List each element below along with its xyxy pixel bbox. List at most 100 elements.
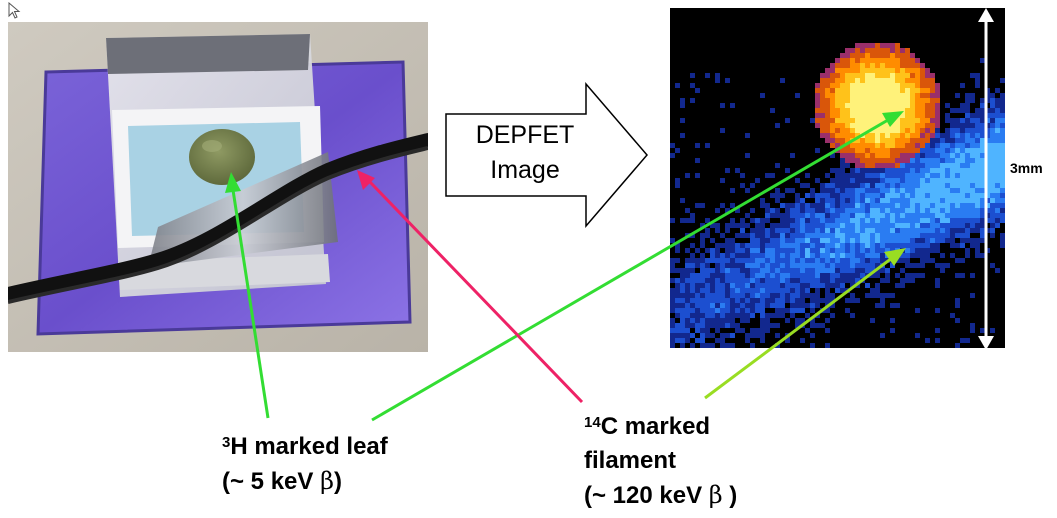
pixel bbox=[965, 213, 970, 218]
pixel bbox=[755, 268, 760, 273]
pixel-hot bbox=[905, 93, 910, 98]
pixel bbox=[715, 328, 720, 333]
pixel bbox=[865, 203, 870, 208]
pixel bbox=[775, 258, 780, 263]
pixel bbox=[925, 218, 930, 223]
pixel bbox=[695, 158, 700, 163]
pixel bbox=[960, 118, 965, 123]
pixel bbox=[765, 313, 770, 318]
pixel bbox=[955, 243, 960, 248]
pixel bbox=[935, 133, 940, 138]
pixel bbox=[930, 153, 935, 158]
pixel bbox=[950, 158, 955, 163]
pixel bbox=[990, 148, 995, 153]
pixel bbox=[965, 153, 970, 158]
pixel bbox=[690, 278, 695, 283]
pixel bbox=[995, 163, 1000, 168]
pixel bbox=[905, 168, 910, 173]
pixel bbox=[750, 268, 755, 273]
pixel-hot bbox=[925, 128, 930, 133]
pixel bbox=[880, 253, 885, 258]
pixel bbox=[725, 278, 730, 283]
pixel bbox=[975, 218, 980, 223]
pixel bbox=[965, 93, 970, 98]
pixel bbox=[925, 238, 930, 243]
pixel bbox=[930, 148, 935, 153]
pixel bbox=[835, 198, 840, 203]
pixel bbox=[920, 183, 925, 188]
pixel bbox=[755, 288, 760, 293]
pixel bbox=[970, 183, 975, 188]
pixel bbox=[850, 313, 855, 318]
pixel bbox=[870, 258, 875, 263]
pixel bbox=[730, 323, 735, 328]
pixel-hot bbox=[905, 128, 910, 133]
pixel bbox=[805, 208, 810, 213]
pixel bbox=[670, 293, 675, 298]
pixel-hot bbox=[915, 88, 920, 93]
pixel-hot bbox=[845, 58, 850, 63]
pixel bbox=[765, 323, 770, 328]
pixel bbox=[830, 238, 835, 243]
pixel-hot bbox=[895, 78, 900, 83]
pixel bbox=[885, 168, 890, 173]
pixel bbox=[710, 288, 715, 293]
pixel bbox=[955, 138, 960, 143]
pixel bbox=[900, 228, 905, 233]
pixel bbox=[950, 253, 955, 258]
pixel bbox=[995, 113, 1000, 118]
leaf-caption: 3H marked leaf (~ 5 keV β) bbox=[222, 430, 388, 499]
pixel bbox=[920, 233, 925, 238]
pixel bbox=[880, 173, 885, 178]
pixel-hot bbox=[835, 88, 840, 93]
pixel-hot bbox=[920, 133, 925, 138]
pixel bbox=[865, 248, 870, 253]
pixel-hot bbox=[915, 123, 920, 128]
pixel-hot bbox=[855, 68, 860, 73]
pixel bbox=[715, 253, 720, 258]
pixel-hot bbox=[875, 43, 880, 48]
pixel bbox=[710, 258, 715, 263]
pixel bbox=[895, 173, 900, 178]
pixel-hot bbox=[880, 133, 885, 138]
pixel bbox=[865, 253, 870, 258]
pixel-hot bbox=[910, 78, 915, 83]
pixel bbox=[775, 248, 780, 253]
pixel-hot bbox=[925, 113, 930, 118]
pixel-hot bbox=[860, 78, 865, 83]
pixel bbox=[695, 263, 700, 268]
pixel-hot bbox=[845, 98, 850, 103]
pixel-hot bbox=[865, 103, 870, 108]
pixel bbox=[775, 263, 780, 268]
pixel bbox=[960, 133, 965, 138]
pixel bbox=[970, 168, 975, 173]
pixel bbox=[780, 288, 785, 293]
pixel bbox=[820, 188, 825, 193]
pixel-hot bbox=[835, 63, 840, 68]
pixel bbox=[785, 338, 790, 343]
pixel bbox=[685, 333, 690, 338]
pixel-hot bbox=[920, 143, 925, 148]
pixel-hot bbox=[935, 118, 940, 123]
pixel bbox=[730, 343, 735, 348]
pixel bbox=[685, 218, 690, 223]
pixel-hot bbox=[865, 128, 870, 133]
pixel bbox=[840, 243, 845, 248]
pixel bbox=[900, 198, 905, 203]
pixel bbox=[1000, 243, 1005, 248]
pixel bbox=[700, 263, 705, 268]
pixel bbox=[715, 223, 720, 228]
pixel-hot bbox=[910, 148, 915, 153]
pixel-hot bbox=[860, 53, 865, 58]
pixel bbox=[950, 198, 955, 203]
pixel bbox=[710, 238, 715, 243]
pixel bbox=[760, 263, 765, 268]
pixel bbox=[825, 198, 830, 203]
pixel-hot bbox=[885, 103, 890, 108]
pixel bbox=[950, 128, 955, 133]
pixel bbox=[810, 243, 815, 248]
pixel bbox=[775, 188, 780, 193]
pixel-hot bbox=[885, 153, 890, 158]
pixel bbox=[805, 248, 810, 253]
pixel bbox=[815, 228, 820, 233]
